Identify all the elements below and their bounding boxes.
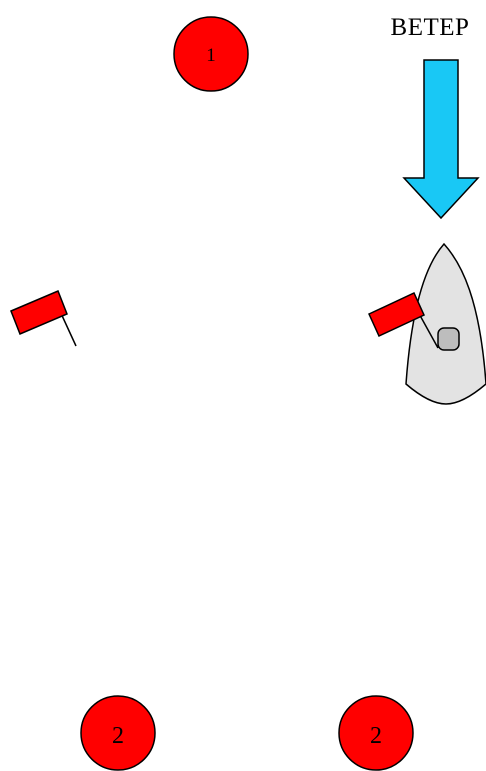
mark-2-right-buoy: 2 — [338, 695, 414, 771]
start-flag-left — [10, 290, 77, 347]
boat-cockpit — [437, 327, 460, 351]
committee-boat — [405, 242, 486, 405]
wind-arrow — [402, 59, 480, 220]
mark-2-right-label: 2 — [370, 723, 382, 749]
mark-1-label: 1 — [206, 45, 216, 66]
start-flag-right — [368, 292, 439, 349]
mark-2-left-buoy: 2 — [80, 695, 156, 771]
wind-label: ВЕТЕР — [390, 14, 470, 41]
mark-2-left-label: 2 — [112, 723, 124, 749]
mark-1-buoy: 1 — [173, 16, 249, 92]
